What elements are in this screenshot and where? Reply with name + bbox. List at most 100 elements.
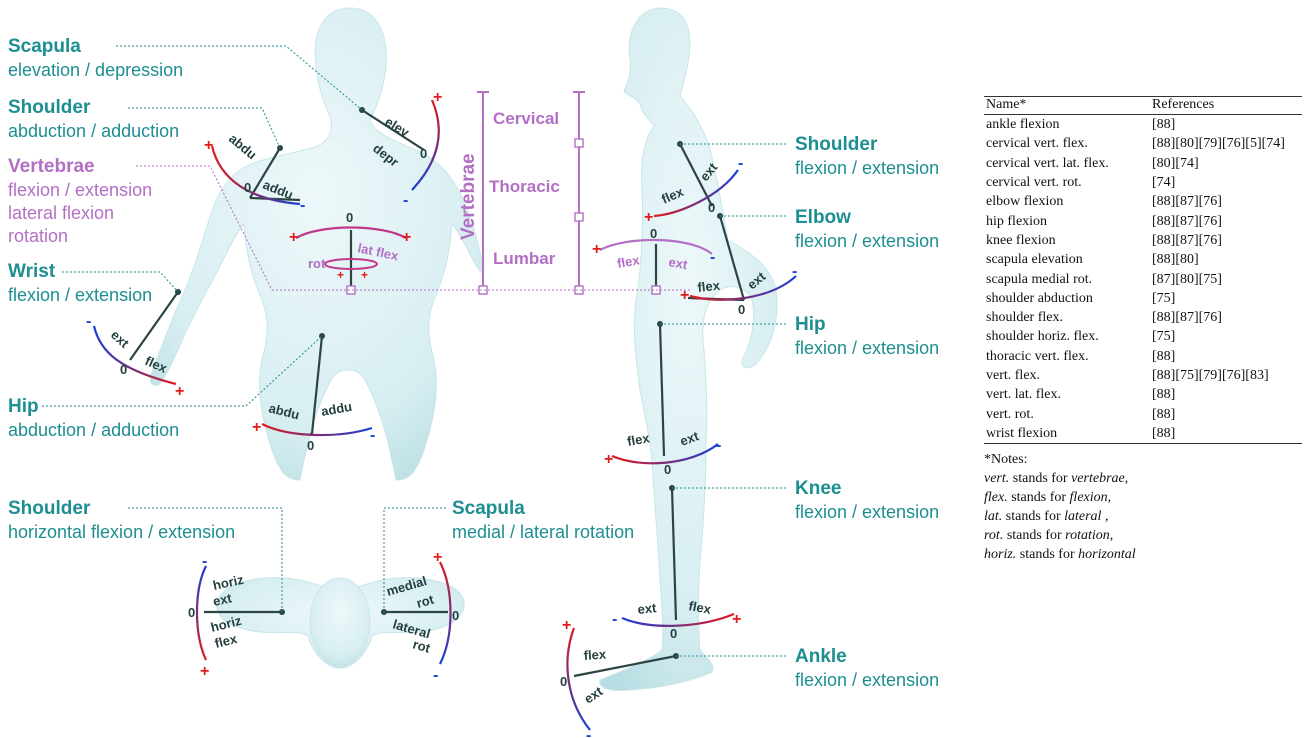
shoulder-horizontal-label: Shoulder horizontal flexion / extension [8,498,235,542]
side-body-figure [600,8,777,691]
note-full: horizontal [1078,547,1136,562]
name-cell: knee flexion [984,231,1150,250]
table-body: ankle flexion[88]cervical vert. flex.[88… [984,115,1302,444]
label-sub: flexion / extension [8,285,152,305]
references-cell: [88][87][76] [1150,231,1302,250]
knee-label: Knee flexion / extension [795,478,939,522]
table-row: cervical vert. rot.[74] [984,173,1302,192]
table-row: shoulder abduction[75] [984,289,1302,308]
label-title: Knee [795,478,841,499]
label-sub: flexion / extension [795,502,939,522]
ext-label: ext [637,600,658,617]
rot-label: rot [411,636,432,655]
scapula-rotation-label: Scapula medial / lateral rotation [452,498,634,542]
label-title: Scapula [8,36,81,57]
notes-title: *Notes: [984,450,1302,469]
name-cell: scapula elevation [984,250,1150,269]
hip-flexion-label: Hip flexion / extension [795,314,939,358]
minus-sign: - [86,313,91,330]
plus-sign: + [604,451,613,468]
note-abbr: rot. [984,528,1003,543]
table-row: scapula medial rot.[87][80][75] [984,269,1302,288]
plus-sign: + [433,89,442,106]
table-row: thoracic vert. flex.[88] [984,347,1302,366]
flex-label: flex [697,278,722,295]
ext-label: ext [108,327,132,351]
table-row: cervical vert. flex.[88][80][79][76][5][… [984,134,1302,153]
name-cell: cervical vert. flex. [984,134,1150,153]
references-cell: [88] [1150,424,1302,444]
label-title: Hip [8,396,39,417]
label-title: Vertebrae [8,156,95,177]
vertebrae-label: Vertebrae flexion / extension lateral fl… [8,156,152,246]
label-sub: lateral flexion [8,203,114,223]
horiz-label: horiz [209,613,243,635]
plus-sign: + [732,611,741,628]
plus-sign: + [592,241,601,258]
wrist-label: Wrist flexion / extension [8,261,152,305]
note-abbr: lat. [984,509,1002,524]
table-row: shoulder flex.[88][87][76] [984,308,1302,327]
plus-sign: + [402,229,411,246]
note-end: , [1110,528,1114,543]
note-line: horiz. stands for horizontal [984,545,1302,564]
label-title: Hip [795,314,826,335]
minus-sign: - [738,155,743,172]
plus-sign: + [175,383,184,400]
rot-label: rot [308,256,326,271]
note-line: vert. stands for vertebrae, [984,469,1302,488]
plus-sign: + [337,268,344,282]
label-title: Ankle [795,646,847,667]
zero-label: 0 [452,608,459,623]
elbow-label: Elbow flexion / extension [795,207,939,251]
zero-label: 0 [664,462,671,477]
table-header-row: Name* References [984,97,1302,115]
minus-sign: - [586,727,591,738]
zero-label: 0 [560,674,567,689]
table-row: ankle flexion[88] [984,115,1302,135]
minus-sign: - [403,192,408,209]
flex-label: flex [616,252,641,271]
table-row: knee flexion[88][87][76] [984,231,1302,250]
label-sub: flexion / extension [795,158,939,178]
scapula-elevation-label: Scapula elevation / depression [8,36,183,80]
table-row: scapula elevation[88][80] [984,250,1302,269]
label-sub: flexion / extension [795,338,939,358]
hip-abduction-label: Hip abduction / adduction [8,396,179,440]
note-abbr: flex. [984,490,1008,505]
name-cell: elbow flexion [984,192,1150,211]
references-cell: [88] [1150,347,1302,366]
flex-label: flex [583,646,607,663]
label-sub: medial / lateral rotation [452,522,634,542]
label-title: Shoulder [8,498,91,519]
references-cell: [88][87][76] [1150,308,1302,327]
minus-sign: - [433,667,438,684]
references-cell: [75] [1150,327,1302,346]
note-abbr: horiz. [984,547,1016,562]
name-cell: vert. flex. [984,366,1150,385]
name-cell: hip flexion [984,211,1150,230]
name-cell: scapula medial rot. [984,269,1150,288]
zero-label: 0 [244,180,251,195]
references-cell: [75] [1150,289,1302,308]
note-text: stands for [1003,528,1065,543]
name-cell: cervical vert. lat. flex. [984,154,1150,173]
references-cell: [88] [1150,115,1302,135]
note-end: , [1108,490,1112,505]
name-cell: vert. lat. flex. [984,385,1150,404]
name-cell: shoulder horiz. flex. [984,327,1150,346]
thoracic-label: Thoracic [489,177,560,196]
front-body-figure [150,8,484,480]
label-title: Wrist [8,261,56,282]
plus-sign: + [433,549,442,566]
table-row: hip flexion[88][87][76] [984,211,1302,230]
flex-label: flex [626,430,651,449]
zero-label: 0 [420,146,427,161]
note-abbr: vert. [984,471,1009,486]
label-title: Shoulder [8,97,91,118]
zero-label: 0 [738,302,745,317]
abdu-label: abdu [226,131,259,162]
references-cell: [80][74] [1150,154,1302,173]
references-cell: [88] [1150,404,1302,423]
note-text: stands for [1008,490,1070,505]
